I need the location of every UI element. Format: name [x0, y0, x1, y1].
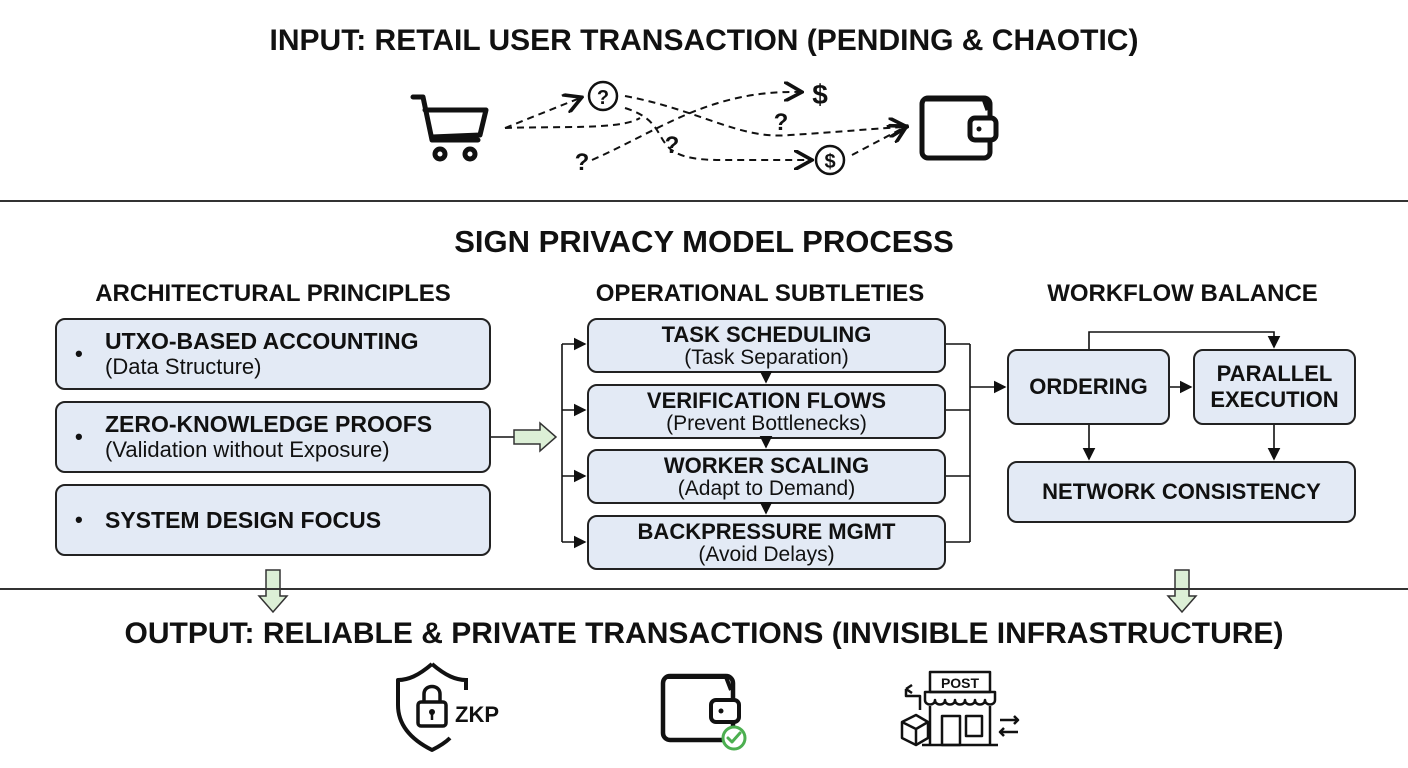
- connector-arrow: [1088, 331, 1281, 349]
- svg-text:?: ?: [597, 87, 609, 109]
- wallet-icon: [919, 95, 999, 161]
- operation-label: TASK SCHEDULING: [661, 321, 872, 347]
- input-chaos-illustration: ? $ ? ? ? $: [410, 79, 999, 176]
- operation-box-worker-scaling: WORKER SCALING (Adapt to Demand): [587, 449, 946, 504]
- dollar-icon: $: [812, 79, 828, 110]
- architectural-principles-heading: ARCHITECTURAL PRINCIPLES: [95, 280, 451, 307]
- bullet-icon: •: [75, 341, 83, 366]
- green-down-arrow-icon: [257, 569, 289, 614]
- operation-label: WORKER SCALING: [663, 452, 870, 478]
- operation-box-verification-flows: VERIFICATION FLOWS (Prevent Bottlenecks): [587, 384, 946, 439]
- ordering-label: ORDERING: [1029, 374, 1148, 399]
- chaos-path: [504, 117, 641, 129]
- section-divider: [0, 588, 1408, 590]
- question-circle-icon: ?: [587, 80, 619, 112]
- chaos-path: [504, 98, 580, 129]
- operation-sublabel: (Adapt to Demand): [677, 476, 856, 500]
- input-title: INPUT: RETAIL USER TRANSACTION (PENDING …: [269, 24, 1139, 57]
- network-consistency-label: NETWORK CONSISTENCY: [1042, 479, 1321, 504]
- bullet-icon: •: [75, 507, 83, 532]
- workflow-box-ordering: ORDERING: [1007, 349, 1170, 425]
- shopping-cart-icon: [410, 94, 489, 162]
- shield-lock-zkp-icon: ZKP: [396, 662, 499, 752]
- principle-box-zkp: • ZERO-KNOWLEDGE PROOFS (Validation with…: [55, 401, 491, 473]
- parallel-label-line1: PARALLEL: [1216, 361, 1333, 386]
- question-mark-icon: ?: [665, 132, 680, 159]
- question-mark-icon: ?: [774, 109, 789, 136]
- chaos-path: [591, 92, 800, 161]
- principle-label: UTXO-BASED ACCOUNTING: [105, 328, 419, 354]
- green-down-arrow-icon: [1166, 569, 1198, 614]
- parallel-label-line2: EXECUTION: [1210, 387, 1339, 412]
- chaos-path: [624, 95, 905, 136]
- operation-label: VERIFICATION FLOWS: [646, 387, 887, 413]
- chaos-path: [851, 127, 905, 156]
- operation-sublabel: (Avoid Delays): [698, 542, 835, 566]
- green-right-arrow-icon: [513, 421, 558, 453]
- operation-sublabel: (Prevent Bottlenecks): [666, 411, 867, 435]
- operation-label: BACKPRESSURE MGMT: [637, 518, 896, 544]
- workflow-box-network-consistency: NETWORK CONSISTENCY: [1007, 461, 1356, 523]
- operation-sublabel: (Task Separation): [684, 345, 849, 369]
- output-title: OUTPUT: RELIABLE & PRIVATE TRANSACTIONS …: [124, 617, 1284, 650]
- chaos-path: [624, 107, 810, 160]
- question-mark-icon: ?: [575, 149, 590, 176]
- principle-box-utxo: • UTXO-BASED ACCOUNTING (Data Structure): [55, 318, 491, 390]
- workflow-balance-heading: WORKFLOW BALANCE: [1047, 280, 1318, 307]
- principle-label: ZERO-KNOWLEDGE PROOFS: [105, 411, 433, 437]
- operation-box-task-scheduling: TASK SCHEDULING (Task Separation): [587, 318, 946, 373]
- post-office-store-icon: POST: [900, 670, 1020, 747]
- operation-box-backpressure: BACKPRESSURE MGMT (Avoid Delays): [587, 515, 946, 570]
- wallet-check-icon: [660, 673, 747, 751]
- svg-text:$: $: [824, 151, 835, 173]
- section-divider: [0, 200, 1408, 202]
- svg-text:POST: POST: [941, 675, 980, 691]
- principle-sublabel: (Data Structure): [105, 354, 262, 379]
- dollar-circle-icon: $: [814, 144, 846, 176]
- operational-subtleties-heading: OPERATIONAL SUBTLETIES: [595, 280, 925, 307]
- principle-box-system-design: • SYSTEM DESIGN FOCUS: [55, 484, 491, 556]
- principle-label: SYSTEM DESIGN FOCUS: [105, 507, 382, 533]
- bullet-icon: •: [75, 424, 83, 449]
- process-title: SIGN PRIVACY MODEL PROCESS: [454, 224, 954, 259]
- svg-text:ZKP: ZKP: [455, 702, 499, 727]
- principle-sublabel: (Validation without Exposure): [105, 437, 390, 462]
- workflow-box-parallel-execution: PARALLEL EXECUTION: [1193, 349, 1356, 425]
